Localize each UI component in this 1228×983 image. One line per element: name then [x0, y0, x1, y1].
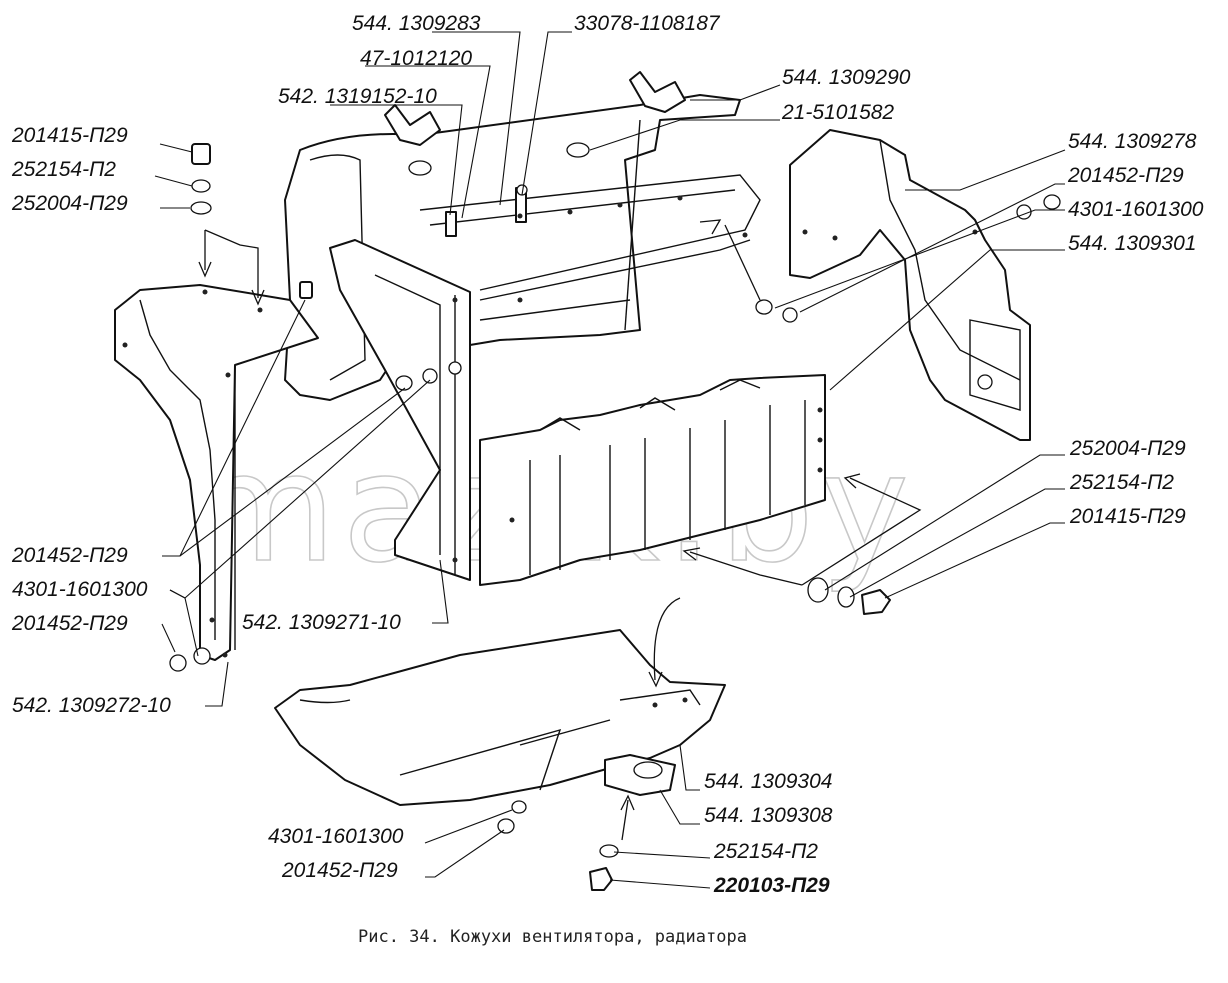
- part-labels: 544. 1309283 33078-1108187 47-1012120 54…: [11, 12, 1204, 897]
- radiator-core-part: [479, 374, 826, 586]
- label-252154-p2-bottom: 252154-П2: [713, 840, 818, 863]
- label-4301-1601300-left: 4301-1601300: [12, 578, 148, 601]
- leader-lines: [154, 31, 1066, 889]
- label-544-1309304: 544. 1309304: [704, 770, 832, 793]
- label-542-1309272-10: 542. 1309272-10: [12, 694, 171, 717]
- label-4301-1601300-bottom: 4301-1601300: [268, 825, 404, 848]
- label-542-1319152-10: 542. 1319152-10: [278, 85, 437, 108]
- label-252154-p2-top: 252154-П2: [11, 158, 116, 181]
- label-544-1309278: 544. 1309278: [1068, 130, 1197, 153]
- left-side-panel-part: [114, 284, 319, 661]
- label-21-5101582: 21-5101582: [781, 101, 894, 124]
- bottom-shroud-part: [274, 629, 726, 806]
- label-201415-p29-right: 201415-П29: [1069, 505, 1186, 528]
- label-220103-p29: 220103-П29: [713, 874, 830, 897]
- label-544-1309290: 544. 1309290: [782, 66, 911, 89]
- label-201452-p29-bottom: 201452-П29: [281, 859, 398, 882]
- label-544-1309301: 544. 1309301: [1068, 232, 1196, 255]
- right-side-panel-part: [789, 129, 1031, 441]
- center-frame-part: [329, 239, 471, 581]
- label-201452-p29-left-a: 201452-П29: [11, 544, 128, 567]
- label-201452-p29-right: 201452-П29: [1067, 164, 1184, 187]
- label-33078-1108187: 33078-1108187: [574, 12, 721, 35]
- label-252154-p2-right: 252154-П2: [1069, 471, 1174, 494]
- label-542-1309271-10: 542. 1309271-10: [242, 611, 401, 634]
- label-252004-p29-right: 252004-П29: [1069, 437, 1186, 460]
- figure-caption: Рис. 34. Кожухи вентилятора, радиатора: [358, 927, 747, 947]
- label-544-1309308: 544. 1309308: [704, 804, 833, 827]
- fasteners: [169, 143, 1061, 891]
- label-252004-p29-top: 252004-П29: [11, 192, 128, 215]
- label-544-1309283: 544. 1309283: [352, 12, 481, 35]
- assembly-arrows: [198, 219, 922, 841]
- label-47-1012120: 47-1012120: [360, 47, 472, 70]
- label-4301-1601300-right: 4301-1601300: [1068, 198, 1204, 221]
- label-201452-p29-left-b: 201452-П29: [11, 612, 128, 635]
- label-201415-p29-top: 201415-П29: [11, 124, 128, 147]
- upper-shroud-part: [284, 71, 761, 401]
